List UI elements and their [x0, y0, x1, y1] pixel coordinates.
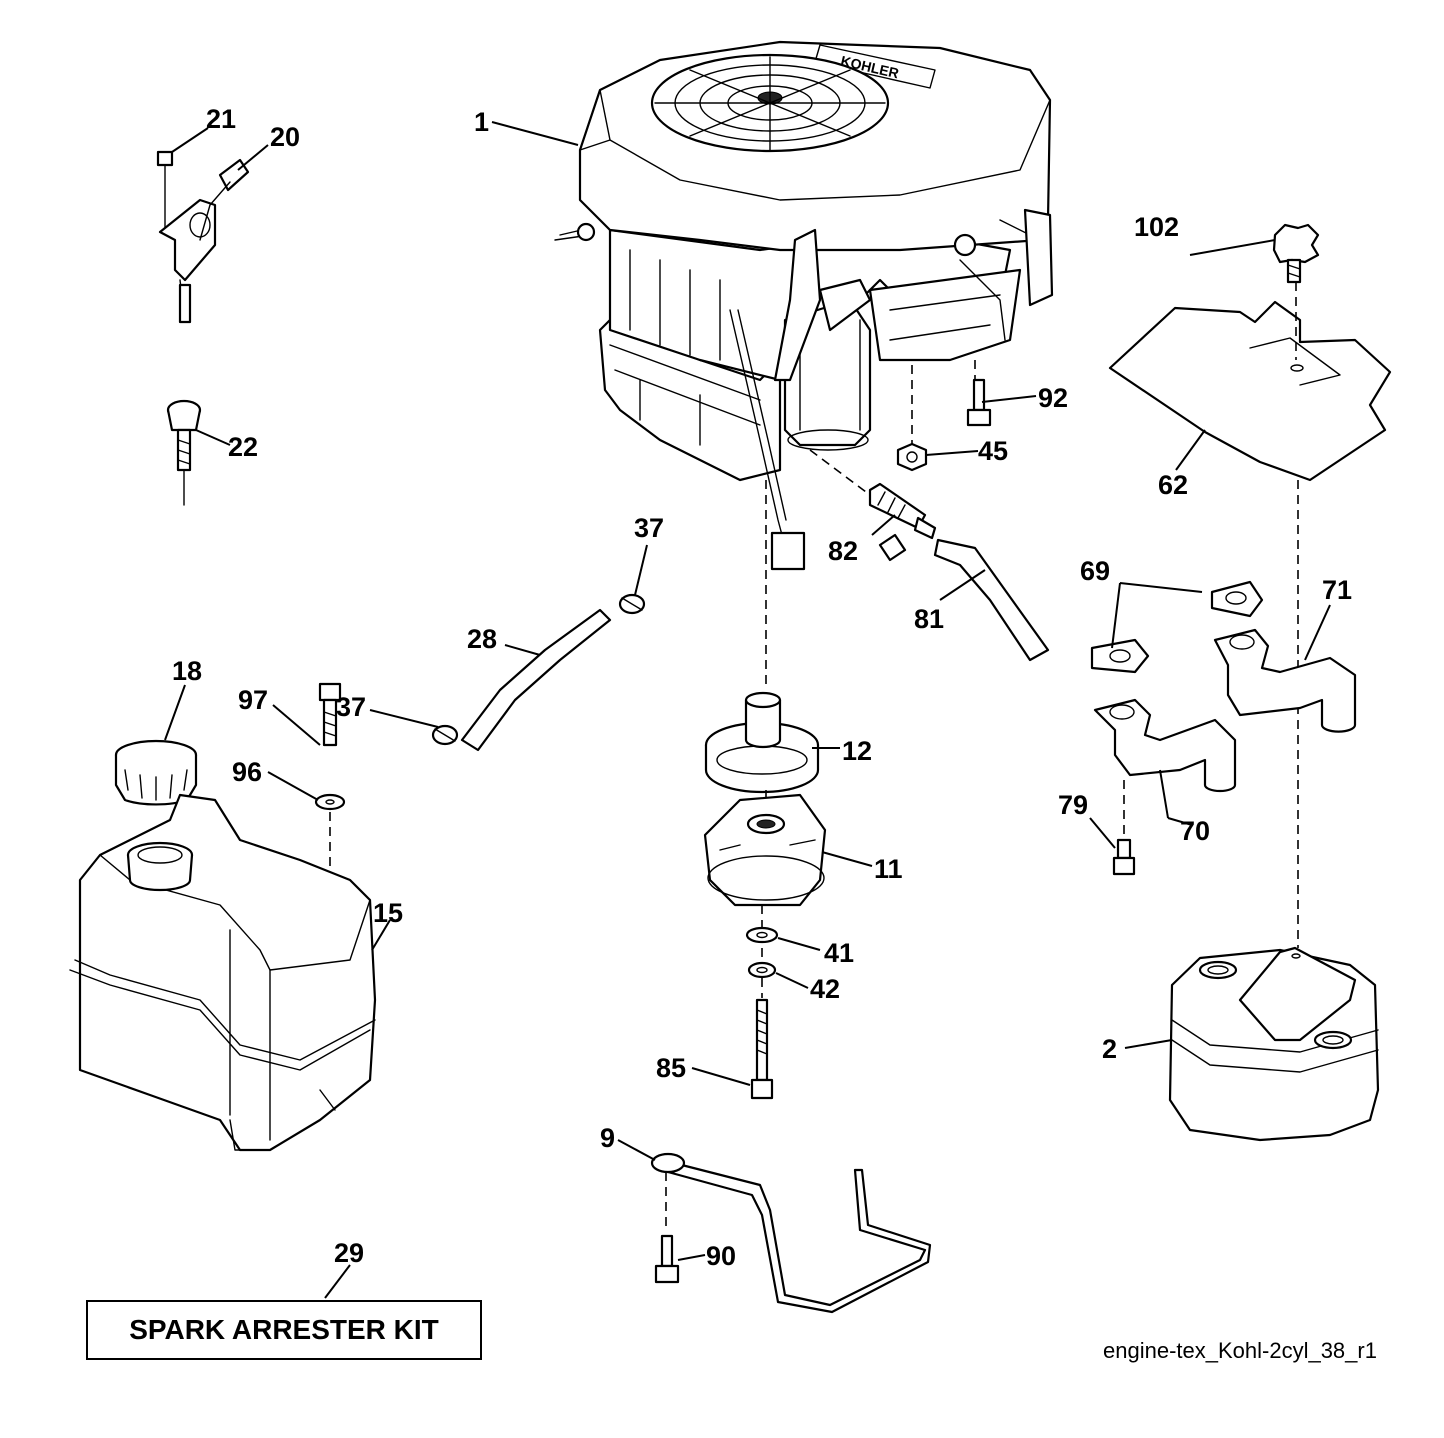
callout-62: 62 [1158, 470, 1188, 500]
diagram-reference-code: engine-tex_Kohl-2cyl_38_r1 [1103, 1338, 1377, 1363]
muffler-2 [1168, 946, 1380, 1142]
gasket-69-lower [1090, 638, 1150, 674]
callout-20: 20 [270, 122, 300, 152]
washer-41 [745, 926, 779, 944]
heat-shield-62 [1108, 300, 1392, 482]
callout-22: 22 [228, 432, 258, 462]
callout-92: 92 [1038, 383, 1068, 413]
bolt-79 [1112, 838, 1136, 876]
callout-82: 82 [828, 536, 858, 566]
bolt-85 [750, 998, 774, 1100]
hose-clamp-37-lower [431, 724, 459, 746]
callout-18: 18 [172, 656, 202, 686]
fuel-hose-81 [933, 538, 1050, 662]
callout-37-upper: 37 [634, 513, 664, 543]
callout-numbers: 1 2 9 11 12 15 18 20 21 22 28 29 37 37 4… [172, 104, 1352, 1271]
hose-clamp-37-upper [618, 593, 646, 615]
callout-96: 96 [232, 757, 262, 787]
callout-28: 28 [467, 624, 497, 654]
callout-1: 1 [474, 107, 489, 137]
throttle-assembly-20 [158, 158, 250, 324]
washer-96 [314, 793, 346, 811]
callout-45: 45 [978, 436, 1008, 466]
fuel-tank-15 [69, 793, 377, 1152]
bolt-92 [966, 378, 992, 427]
callout-102: 102 [1134, 212, 1179, 242]
callout-69: 69 [1080, 556, 1110, 586]
bolt-21 [156, 150, 174, 231]
washer-42 [747, 961, 777, 979]
fuel-filter-82 [868, 482, 937, 562]
callout-81: 81 [914, 604, 944, 634]
callout-71: 71 [1322, 575, 1352, 605]
bolt-102 [1272, 223, 1320, 284]
bolt-90 [654, 1234, 680, 1284]
callout-15: 15 [373, 898, 403, 928]
electric-clutch-11 [703, 793, 827, 907]
callout-2: 2 [1102, 1034, 1117, 1064]
exhaust-pipe-70 [1093, 698, 1237, 793]
callout-79: 79 [1058, 790, 1088, 820]
callout-12: 12 [842, 736, 872, 766]
gasket-69-upper [1210, 580, 1264, 618]
callout-11: 11 [874, 854, 903, 884]
leader-lines [164, 121, 1331, 1299]
callout-70: 70 [1180, 816, 1210, 846]
callout-97: 97 [238, 685, 268, 715]
callout-42: 42 [810, 974, 840, 1004]
callout-9: 9 [600, 1123, 615, 1153]
spark-arrester-kit-label: SPARK ARRESTER KIT [129, 1314, 439, 1345]
pulley-12 [704, 691, 820, 794]
rod-9 [650, 1152, 932, 1314]
nut-45 [896, 442, 928, 472]
callout-37-lower: 37 [336, 692, 366, 722]
knob-22 [166, 399, 202, 506]
callout-41: 41 [824, 938, 854, 968]
spark-arrester-kit-box: SPARK ARRESTER KIT [86, 1300, 482, 1360]
callout-21: 21 [206, 104, 236, 134]
callout-29: 29 [334, 1238, 364, 1268]
callout-85: 85 [656, 1053, 686, 1083]
bolt-97 [318, 682, 342, 747]
engine-block: KOHLER [554, 40, 1054, 571]
fuel-hose-28 [460, 608, 612, 752]
callout-90: 90 [706, 1241, 736, 1271]
exhaust-pipe-71 [1213, 628, 1357, 733]
